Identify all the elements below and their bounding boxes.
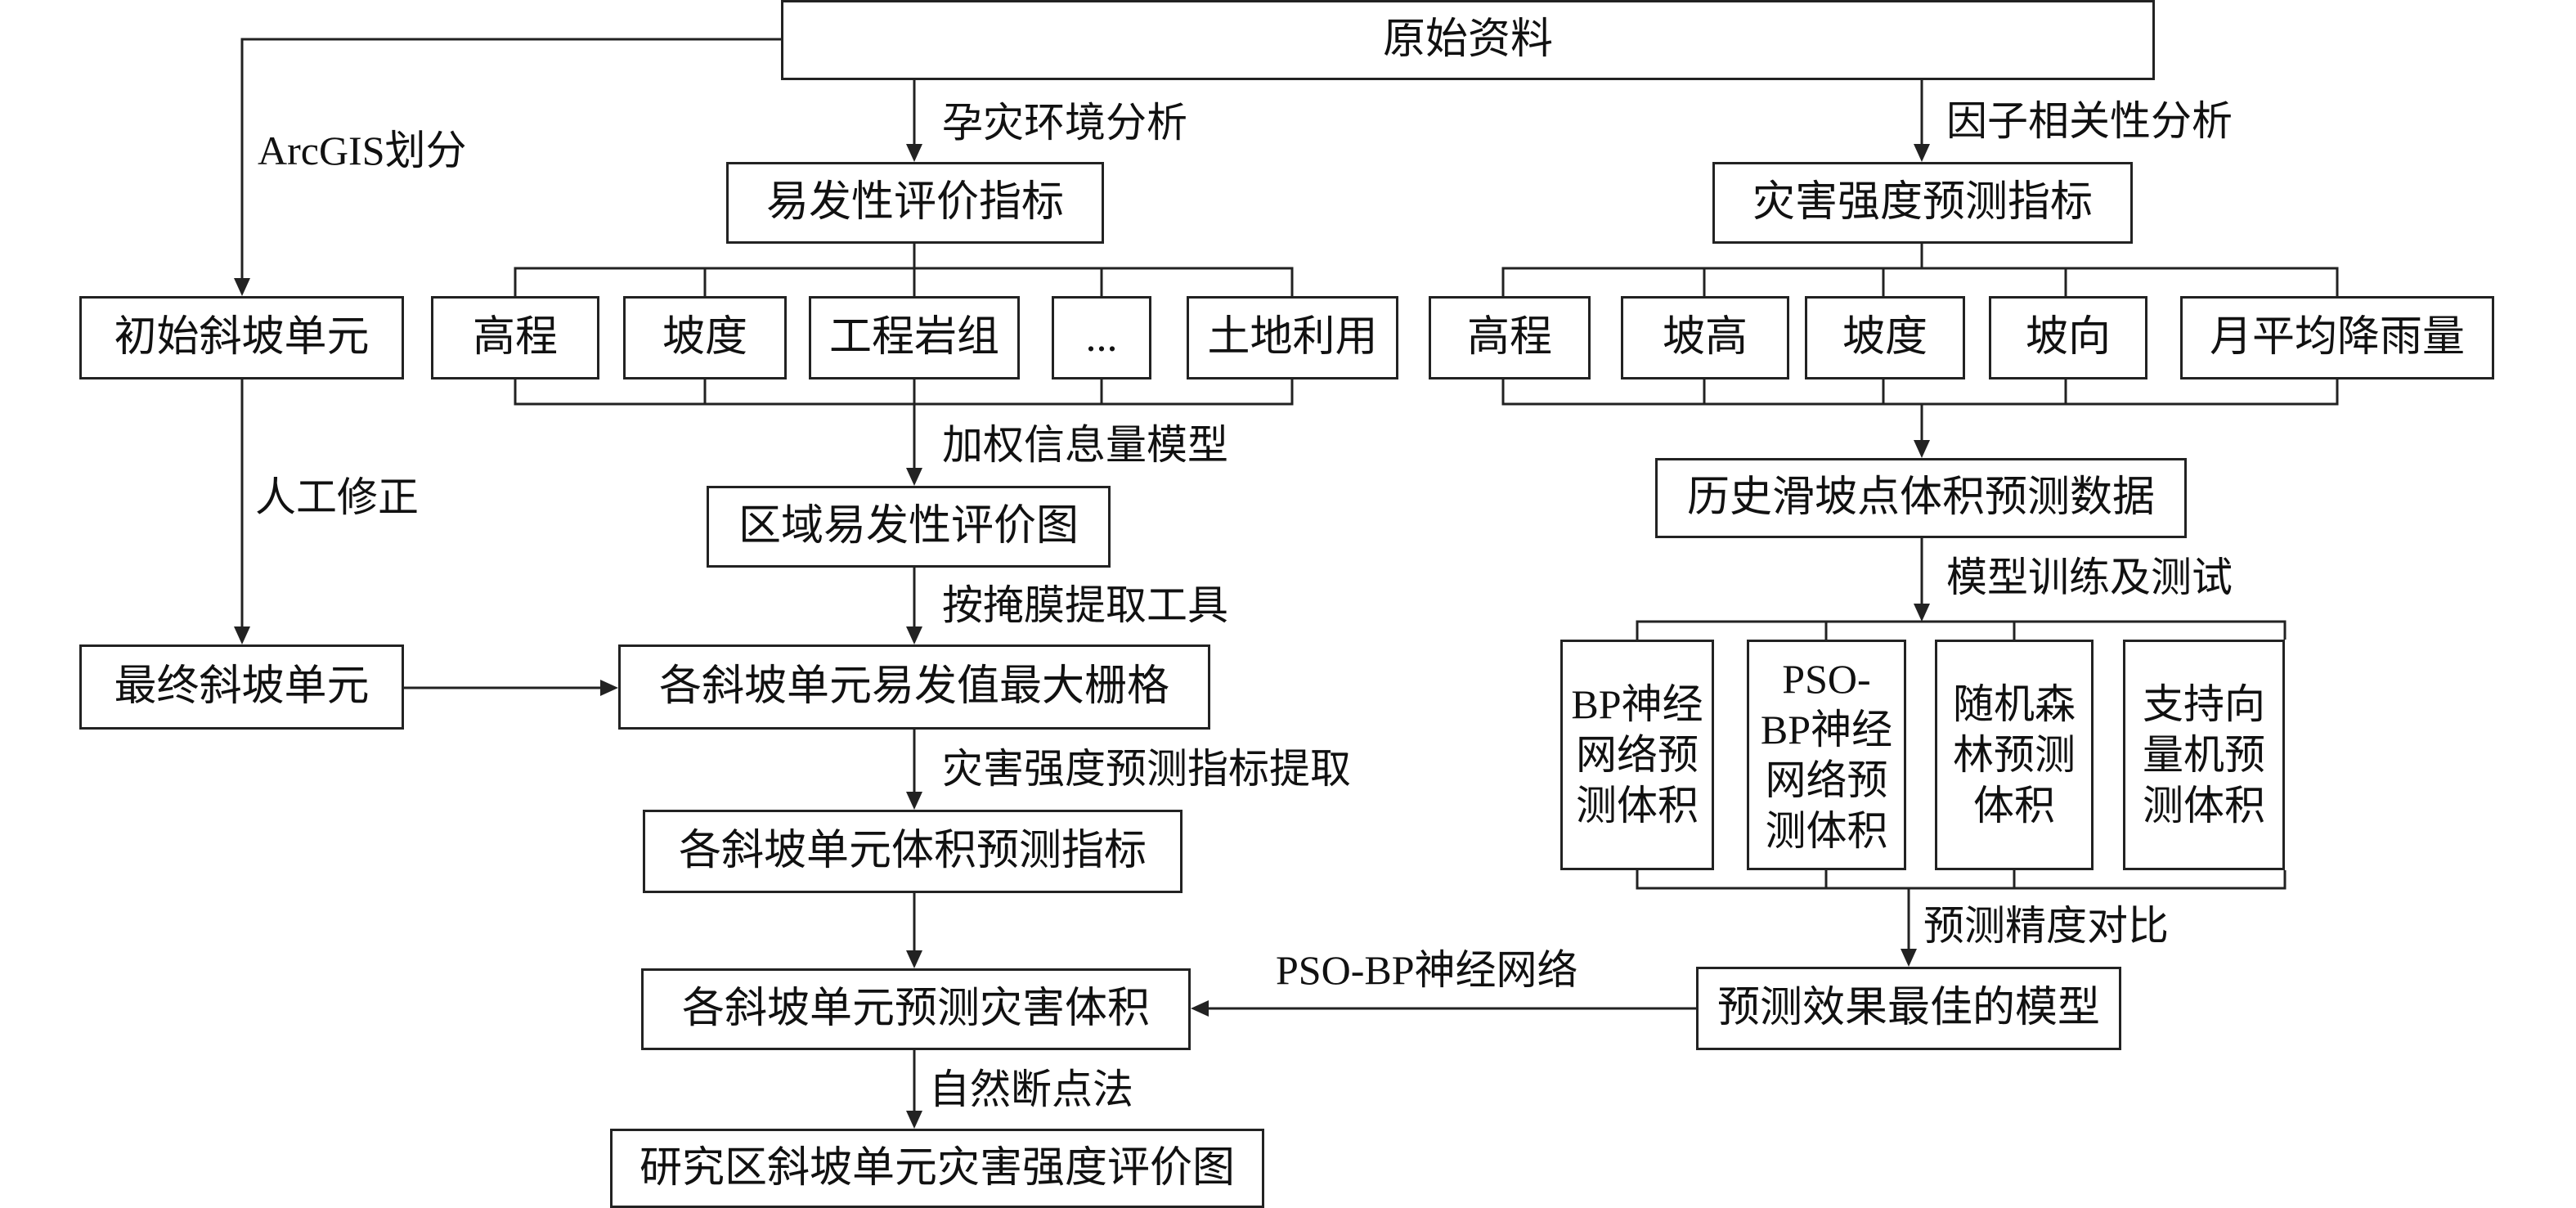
node-susceptibility-index: 易发性评价指标 [726,162,1104,244]
arrowhead [234,278,250,296]
edge-label-factor-corr: 因子相关性分析 [1946,98,2233,144]
arrowhead [1901,949,1917,967]
edge-label-manual: 人工修正 [255,474,419,520]
node-regional-map: 区域易发性评价图 [707,486,1111,568]
arrowhead [906,950,922,968]
edge-label-disaster-env: 孕灾环境分析 [942,100,1187,146]
model-svm: 支持向 量机预 测体积 [2123,640,2285,870]
edge-label-weighted-info: 加权信息量模型 [942,422,1228,468]
node-hazard-index: 灾害强度预测指标 [1712,162,2133,244]
factor-slope: 坡度 [623,296,787,379]
factor-rock-group: 工程岩组 [809,296,1020,379]
bracket-hazard-bottom [1501,379,2339,406]
hazard-factor-slope-height: 坡高 [1621,296,1789,379]
edge-label-pso-bp: PSO-BP神经网络 [1276,947,1578,993]
model-pso-bp: PSO- BP神经 网络预 测体积 [1747,640,1906,870]
factor-land-use: 土地利用 [1187,296,1398,379]
model-bp: BP神经 网络预 测体积 [1560,640,1714,870]
arrowhead [906,792,922,810]
edge-label-train-test: 模型训练及测试 [1946,555,2233,600]
arrowhead [906,1111,922,1129]
arrowhead [906,468,922,486]
arrowhead [906,144,922,162]
arrowhead [1914,440,1930,458]
node-final-map: 研究区斜坡单元灾害强度评价图 [610,1129,1264,1208]
bracket-models-bottom [1636,870,2287,890]
node-raw-data: 原始资料 [781,0,2155,80]
arrowhead [906,626,922,644]
hazard-factor-aspect: 坡向 [1989,296,2147,379]
arrowhead [234,626,250,644]
bracket-sus-bottom [514,379,1294,406]
arrowhead [1191,1000,1209,1017]
edge-raw-to-initial [240,38,781,278]
factor-ellipsis: ... [1052,296,1151,379]
node-predicted-volume: 各斜坡单元预测灾害体积 [641,968,1191,1050]
arrowhead [1914,604,1930,622]
node-initial-slope-unit: 初始斜坡单元 [79,296,404,379]
arrowhead [600,680,618,696]
node-best-model: 预测效果最佳的模型 [1696,967,2121,1050]
bracket-models-top [1636,620,2287,640]
edge-label-natural-breaks: 自然断点法 [929,1067,1133,1112]
node-volume-index: 各斜坡单元体积预测指标 [643,810,1183,893]
node-max-grid: 各斜坡单元易发值最大栅格 [618,644,1210,730]
bracket-sus-top [514,267,1294,296]
edge-label-mask-tool: 按掩膜提取工具 [942,582,1228,628]
edge-label-hazard-extract: 灾害强度预测指标提取 [942,746,1351,792]
arrowhead [1914,144,1930,162]
hazard-factor-slope: 坡度 [1805,296,1965,379]
node-final-slope-unit: 最终斜坡单元 [79,644,404,730]
edge-label-accuracy: 预测精度对比 [1923,903,2169,949]
edge-label-arcgis: ArcGIS划分 [258,128,467,173]
bracket-hazard-top [1501,267,2339,296]
factor-elevation: 高程 [431,296,599,379]
hazard-factor-elevation: 高程 [1429,296,1591,379]
hazard-factor-rainfall: 月平均降雨量 [2180,296,2494,379]
model-random-forest: 随机森 林预测 体积 [1935,640,2094,870]
node-history-data: 历史滑坡点体积预测数据 [1655,458,2187,538]
